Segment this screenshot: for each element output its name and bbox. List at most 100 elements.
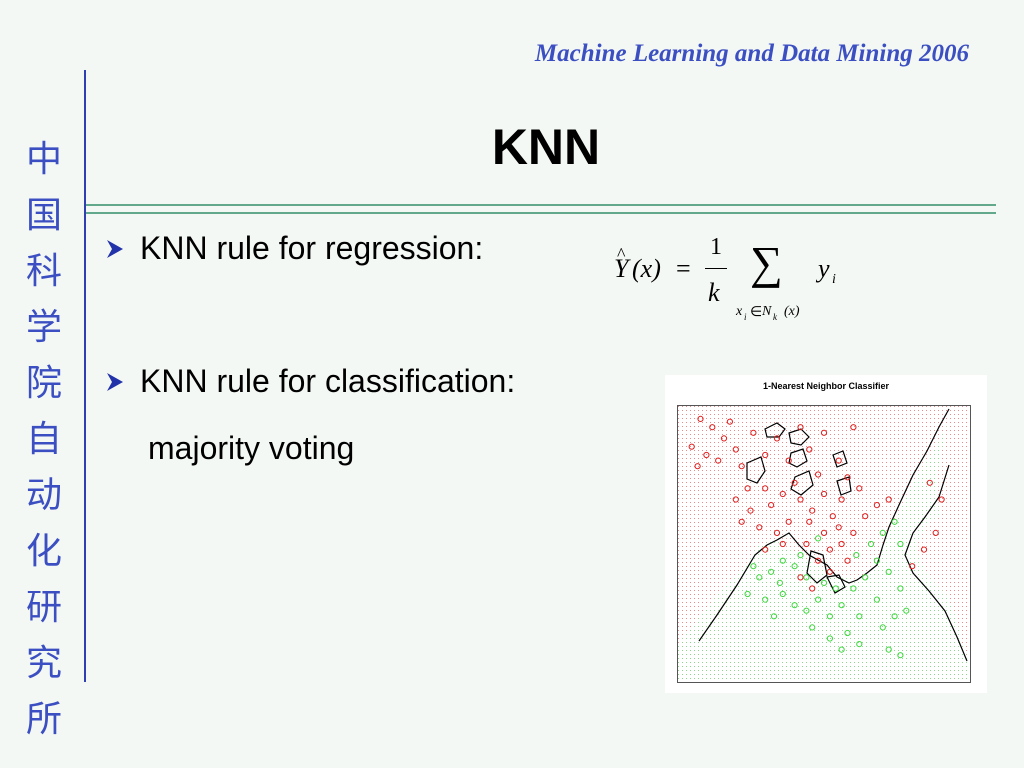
class-a-point (694, 463, 701, 470)
formula-sum-symbol: ∑ (750, 237, 783, 288)
class-b-point (820, 579, 828, 586)
class-a-point (838, 496, 845, 503)
class-b-point (744, 590, 751, 598)
class-a-point (797, 424, 804, 431)
class-a-point (885, 496, 892, 503)
regression-formula: Y ^ (x) = 1 k ∑ y i x i ∈ N k (x) (600, 232, 860, 332)
class-a-point (826, 546, 833, 553)
formula-summand: y (818, 254, 830, 283)
class-b-point (832, 585, 839, 592)
slide-title: KNN (491, 119, 601, 175)
formula-hat: ^ (617, 244, 626, 264)
class-a-point (803, 540, 810, 548)
institute-char: 学 (25, 307, 62, 348)
title-divider (86, 204, 996, 214)
class-a-point (873, 502, 880, 509)
class-b-point (873, 557, 880, 564)
class-b-point (797, 552, 804, 559)
class-b-point (850, 585, 857, 592)
class-a-point (773, 529, 781, 537)
sum-set: N (762, 304, 772, 319)
class-a-point (688, 443, 695, 450)
bullet-classification-text: KNN rule for classification: (140, 363, 516, 399)
majority-voting-text: majority voting (148, 430, 355, 466)
decision-boundary-right (904, 464, 968, 662)
class-b-point (750, 563, 757, 570)
class-b-point (826, 613, 833, 620)
bullet-classification: KNN rule for classification: (104, 363, 515, 400)
institute-char: 化 (25, 531, 62, 572)
arrow-bullet-icon (107, 372, 123, 391)
sum-member-symbol: ∈ (750, 305, 763, 320)
class-b-point (803, 574, 810, 581)
class-b-point (891, 613, 898, 620)
class-a-point (809, 585, 816, 592)
class-a-point (806, 518, 813, 525)
class-b-point (885, 568, 892, 575)
class-b-point (803, 607, 810, 614)
class-a-point (726, 418, 734, 425)
formula-lhs-arg: (x) (632, 254, 661, 283)
class-a-point (862, 513, 869, 520)
class-a-point (756, 524, 763, 531)
institute-char: 所 (25, 699, 62, 740)
class-b-point (853, 552, 860, 559)
class-a-point (791, 479, 798, 486)
class-b-point (885, 646, 892, 653)
class-b-point (879, 529, 886, 537)
class-a-point (785, 518, 792, 525)
class-a-point (820, 429, 828, 436)
class-a-point (850, 424, 857, 431)
institute-char: 科 (25, 251, 62, 292)
class-a-point (762, 485, 769, 492)
formula-equals: = (676, 254, 691, 283)
decision-island-9 (826, 574, 846, 594)
class-b-point (770, 613, 778, 620)
class-a-point (835, 457, 842, 464)
class-a-point (797, 496, 804, 503)
class-a-point (809, 507, 816, 514)
class-b-point (779, 557, 786, 564)
class-a-point (773, 435, 781, 442)
decision-island-1 (764, 422, 786, 438)
class-a-point (806, 446, 813, 453)
class-b-point (862, 574, 869, 581)
class-b-point (791, 602, 798, 609)
class-b-point (779, 590, 786, 598)
class-a-point (815, 471, 822, 478)
left-divider-line (84, 70, 86, 682)
class-a-point (785, 457, 792, 464)
institute-char: 自 (25, 419, 62, 460)
decision-island-6 (832, 450, 848, 468)
formula-numerator: 1 (710, 234, 722, 260)
class-a-point (744, 485, 751, 492)
class-a-point (750, 429, 757, 436)
class-a-point (856, 485, 863, 492)
class-b-point (897, 652, 904, 659)
class-a-point (732, 496, 739, 503)
decision-boundary-main (698, 408, 950, 642)
class-b-points (744, 518, 910, 659)
bullet-regression-text: KNN rule for regression: (140, 230, 484, 266)
class-a-point (703, 451, 710, 459)
classifier-plot (677, 405, 971, 683)
class-a-point (697, 415, 704, 422)
decision-island-8 (806, 550, 828, 584)
class-a-point (779, 490, 786, 498)
class-a-point (715, 457, 722, 464)
bullet-regression: KNN rule for regression: (104, 230, 483, 267)
class-a-point (747, 507, 754, 514)
figure-title: 1-Nearest Neighbor Classifier (762, 381, 890, 391)
class-a-point (920, 546, 928, 553)
formula-denominator: k (708, 278, 720, 307)
class-a-point (762, 546, 769, 553)
class-b-point (897, 585, 904, 592)
class-b-point (815, 535, 822, 542)
class-a-point (820, 490, 828, 498)
institute-vertical-name: 中国科学院自动化研究所 (18, 132, 70, 748)
sum-set-arg: (x) (784, 304, 800, 319)
class-b-point (856, 613, 863, 620)
knn-classifier-figure: 1-Nearest Neighbor Classifier (665, 375, 987, 693)
class-b-point (762, 596, 769, 603)
class-b-point (844, 629, 851, 637)
